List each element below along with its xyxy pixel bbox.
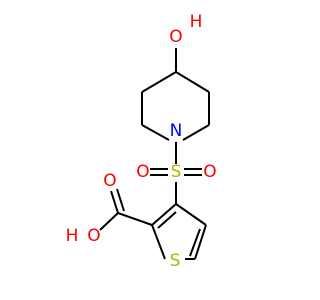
bond-thio-c3-c4 — [175, 203, 207, 226]
thiophene-sulfur-label: S — [170, 251, 181, 271]
carbonyl-oxygen-label: O — [103, 171, 116, 191]
sulfonyl-sulfur-label: S — [171, 162, 182, 182]
molecule-structure: O H N S O O O O H S — [66, 12, 217, 271]
piperidine-nitrogen-label: N — [170, 121, 183, 141]
bond-thio-c2-c3-a — [151, 203, 177, 226]
bond-thio-c4-c5-a — [194, 224, 207, 260]
bond-c-oh — [99, 212, 119, 231]
bond-thio-c4-c5-b — [189, 228, 201, 257]
bond-ring-c5-c4 — [175, 71, 210, 93]
bond-thio-c2-c3-b — [157, 211, 177, 229]
bond-ring-c2-n — [141, 124, 170, 141]
hydroxyl-hydrogen-label: H — [190, 12, 203, 32]
bond-c2-carboxyl — [117, 212, 153, 226]
sulfonyl-oxygen-right-label: O — [203, 162, 216, 182]
bond-carbonyl-b — [116, 188, 125, 212]
hydroxyl-oxygen-label: O — [169, 27, 182, 47]
bond-ring-c4-c3 — [141, 71, 177, 93]
bond-layer — [99, 48, 210, 260]
acid-hydrogen-label: H — [66, 226, 79, 246]
bond-thio-s-c2 — [151, 224, 166, 260]
atom-label-layer: O H N S O O O O H S — [66, 12, 217, 271]
molecule-canvas: O H N S O O O O H S — [65, 12, 217, 271]
sulfonyl-oxygen-left-label: O — [136, 162, 149, 182]
acid-oxygen-label: O — [87, 226, 100, 246]
bond-carbonyl-a — [110, 190, 119, 214]
bond-ring-n-c6 — [182, 124, 210, 141]
